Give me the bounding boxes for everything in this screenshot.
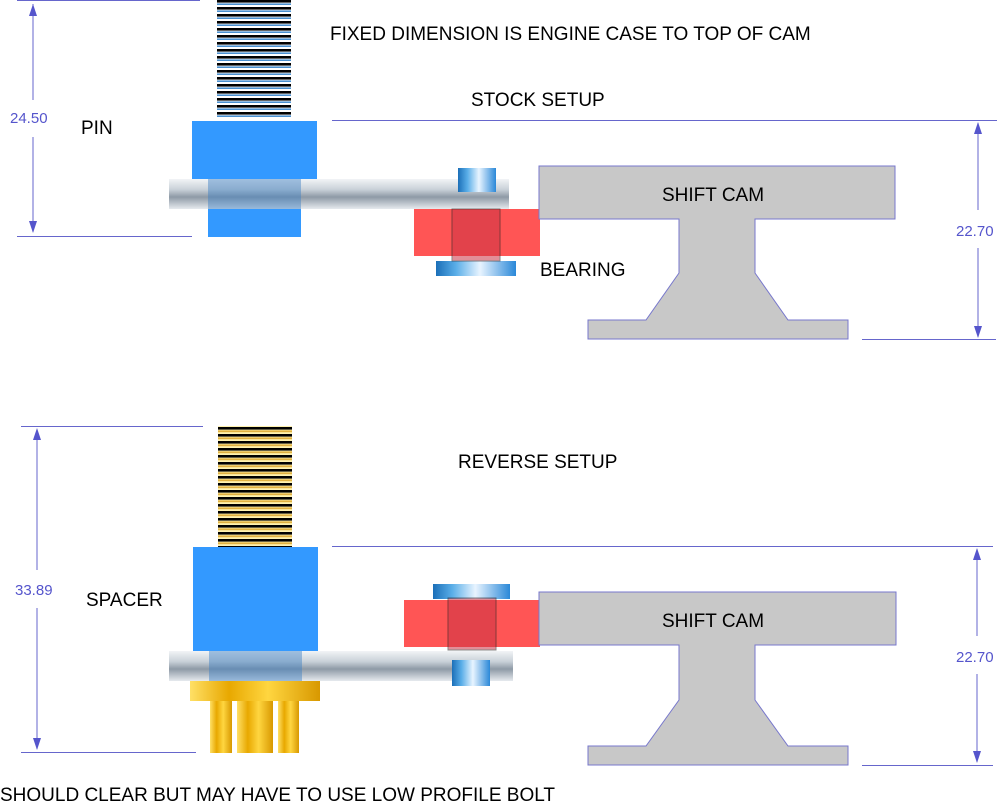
- reverse-shift-cam: [538, 591, 897, 766]
- stock-bearing: [414, 168, 540, 276]
- reverse-setup: REVERSE SETUP 33.89 SPACER: [15, 426, 994, 766]
- bolt-head: [190, 681, 320, 753]
- pin-label: PIN: [81, 118, 113, 139]
- stock-right-dimension: 22.70: [332, 120, 997, 340]
- reverse-right-dimension-value: 22.70: [956, 649, 994, 666]
- footer-note: SHOULD CLEAR BUT MAY HAVE TO USE LOW PRO…: [0, 785, 555, 803]
- stock-heading: STOCK SETUP: [471, 90, 605, 111]
- reverse-bearing: [404, 584, 540, 686]
- spacer-label: SPACER: [86, 590, 163, 611]
- reverse-left-dimension-value: 33.89: [15, 582, 53, 599]
- stock-cam-label: SHIFT CAM: [662, 185, 764, 206]
- stock-left-dimension: 24.50: [10, 0, 200, 237]
- stock-setup: STOCK SETUP 24.50 PIN BEARING: [10, 0, 997, 340]
- stock-right-dimension-value: 22.70: [956, 223, 994, 240]
- stock-shaft: [169, 179, 509, 209]
- pin-head: [192, 121, 317, 179]
- reverse-cam-label: SHIFT CAM: [662, 611, 764, 632]
- reverse-right-dimension: 22.70: [332, 546, 994, 766]
- spacer-block: [193, 547, 318, 651]
- stock-left-dimension-value: 24.50: [10, 110, 48, 127]
- pin-base: [208, 208, 301, 237]
- pin-threads: [217, 0, 291, 119]
- stock-shift-cam: [538, 165, 896, 340]
- reverse-left-dimension: 33.89: [15, 426, 203, 753]
- bolt-threads: [218, 426, 292, 547]
- reverse-heading: REVERSE SETUP: [458, 452, 617, 473]
- bearing-label: BEARING: [540, 260, 626, 281]
- title-text: FIXED DIMENSION IS ENGINE CASE TO TOP OF…: [330, 24, 811, 45]
